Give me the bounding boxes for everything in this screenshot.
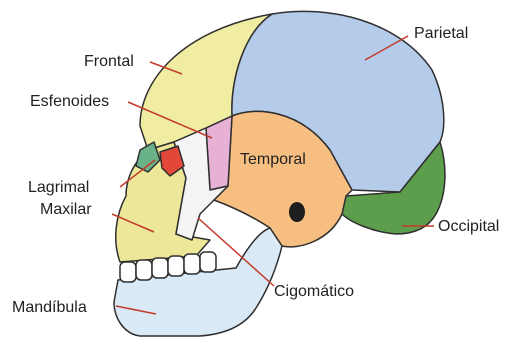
label-lagrimal: Lagrimal <box>28 179 89 196</box>
label-frontal: Frontal <box>84 53 134 70</box>
label-maxilar: Maxilar <box>40 201 92 218</box>
ear-canal <box>289 202 305 222</box>
label-temporal: Temporal <box>240 151 306 168</box>
label-esfenoides: Esfenoides <box>30 93 109 110</box>
label-occipital: Occipital <box>438 218 499 235</box>
label-parietal: Parietal <box>414 25 468 42</box>
label-mandibula: Mandíbula <box>12 299 87 316</box>
label-cigomatico: Cigomático <box>274 283 354 300</box>
